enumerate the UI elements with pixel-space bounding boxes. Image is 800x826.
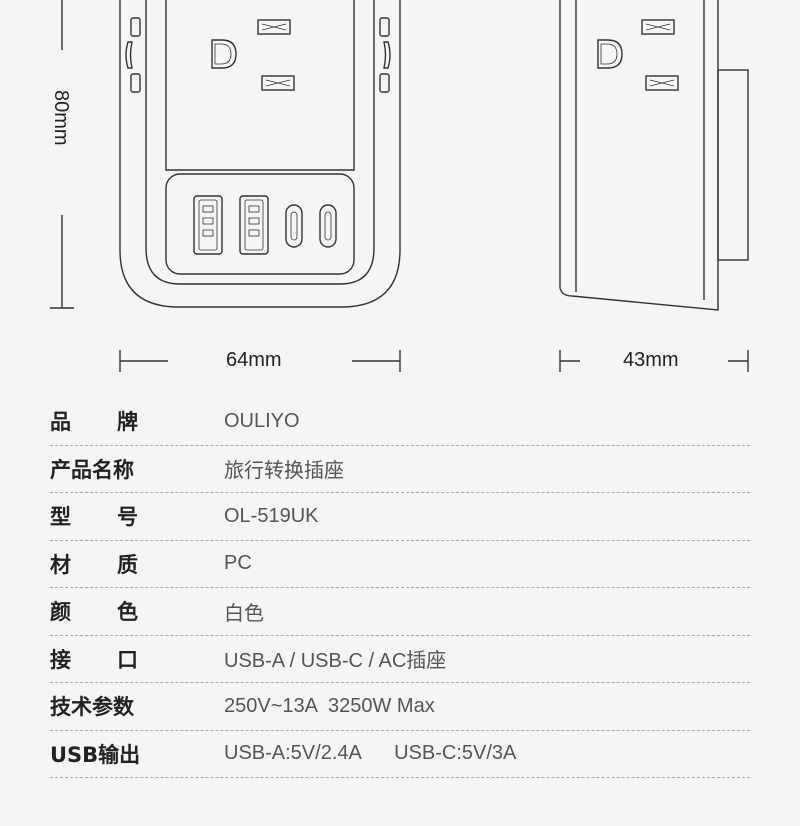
height-dimension-label: 80mm: [50, 90, 72, 146]
usb-c-port-2: [319, 204, 337, 248]
spec-value: USB-A:5V/2.4A USB-C:5V/3A: [224, 742, 517, 765]
usb-panel: [165, 173, 355, 275]
spec-value: OL-519UK: [224, 504, 319, 527]
spec-row-interface: 接口 USB-A / USB-C / AC插座: [50, 636, 750, 683]
side-plug-base: [717, 69, 749, 261]
spec-row-model: 型号 OL-519UK: [50, 493, 750, 541]
spec-row-color: 颜色 白色: [50, 588, 750, 636]
usb-a-port-1: [193, 195, 223, 255]
spec-value: 白色: [224, 602, 264, 625]
live-slot: [257, 19, 291, 35]
spec-label: 颜色: [50, 600, 138, 625]
depth-dimension-label: 43mm: [623, 349, 679, 371]
spec-row-usb-output: USB输出 USB-A:5V/2.4A USB-C:5V/3A: [50, 731, 750, 778]
spec-label: 技术参数: [50, 695, 134, 720]
spec-value: OULIYO: [224, 409, 300, 432]
neutral-slot: [261, 75, 295, 91]
spec-label: 型号: [50, 505, 138, 530]
usb-a-port-2: [239, 195, 269, 255]
front-outer-body: [119, 0, 401, 308]
spec-value: PC: [224, 552, 252, 575]
side-view-body: [559, 0, 719, 311]
product-drawing: [50, 0, 749, 372]
usb-c-port-1: [285, 204, 303, 248]
spec-row-tech-params: 技术参数 250V~13A 3250W Max: [50, 683, 750, 731]
width-dimension-label: 64mm: [226, 349, 282, 371]
ground-pin-hole: [211, 39, 237, 69]
spec-value: USB-A / USB-C / AC插座: [224, 650, 447, 673]
spec-table: 品牌 OULIYO 产品名称 旅行转换插座 型号 OL-519UK 材质 PC …: [50, 398, 750, 778]
spec-label: 产品名称: [50, 457, 134, 482]
spec-label: 品牌: [50, 410, 138, 435]
front-inner-frame: [145, 0, 375, 285]
spec-label: 接口: [50, 647, 138, 672]
spec-row-product-name: 产品名称 旅行转换插座: [50, 446, 750, 493]
spec-value: 旅行转换插座: [224, 460, 344, 483]
ac-socket-face: [165, 0, 355, 171]
spec-label: 材质: [50, 552, 138, 577]
spec-value: 250V~13A 3250W Max: [224, 694, 435, 717]
spec-label: USB输出: [50, 742, 141, 767]
spec-row-material: 材质 PC: [50, 541, 750, 588]
spec-row-brand: 品牌 OULIYO: [50, 398, 750, 446]
